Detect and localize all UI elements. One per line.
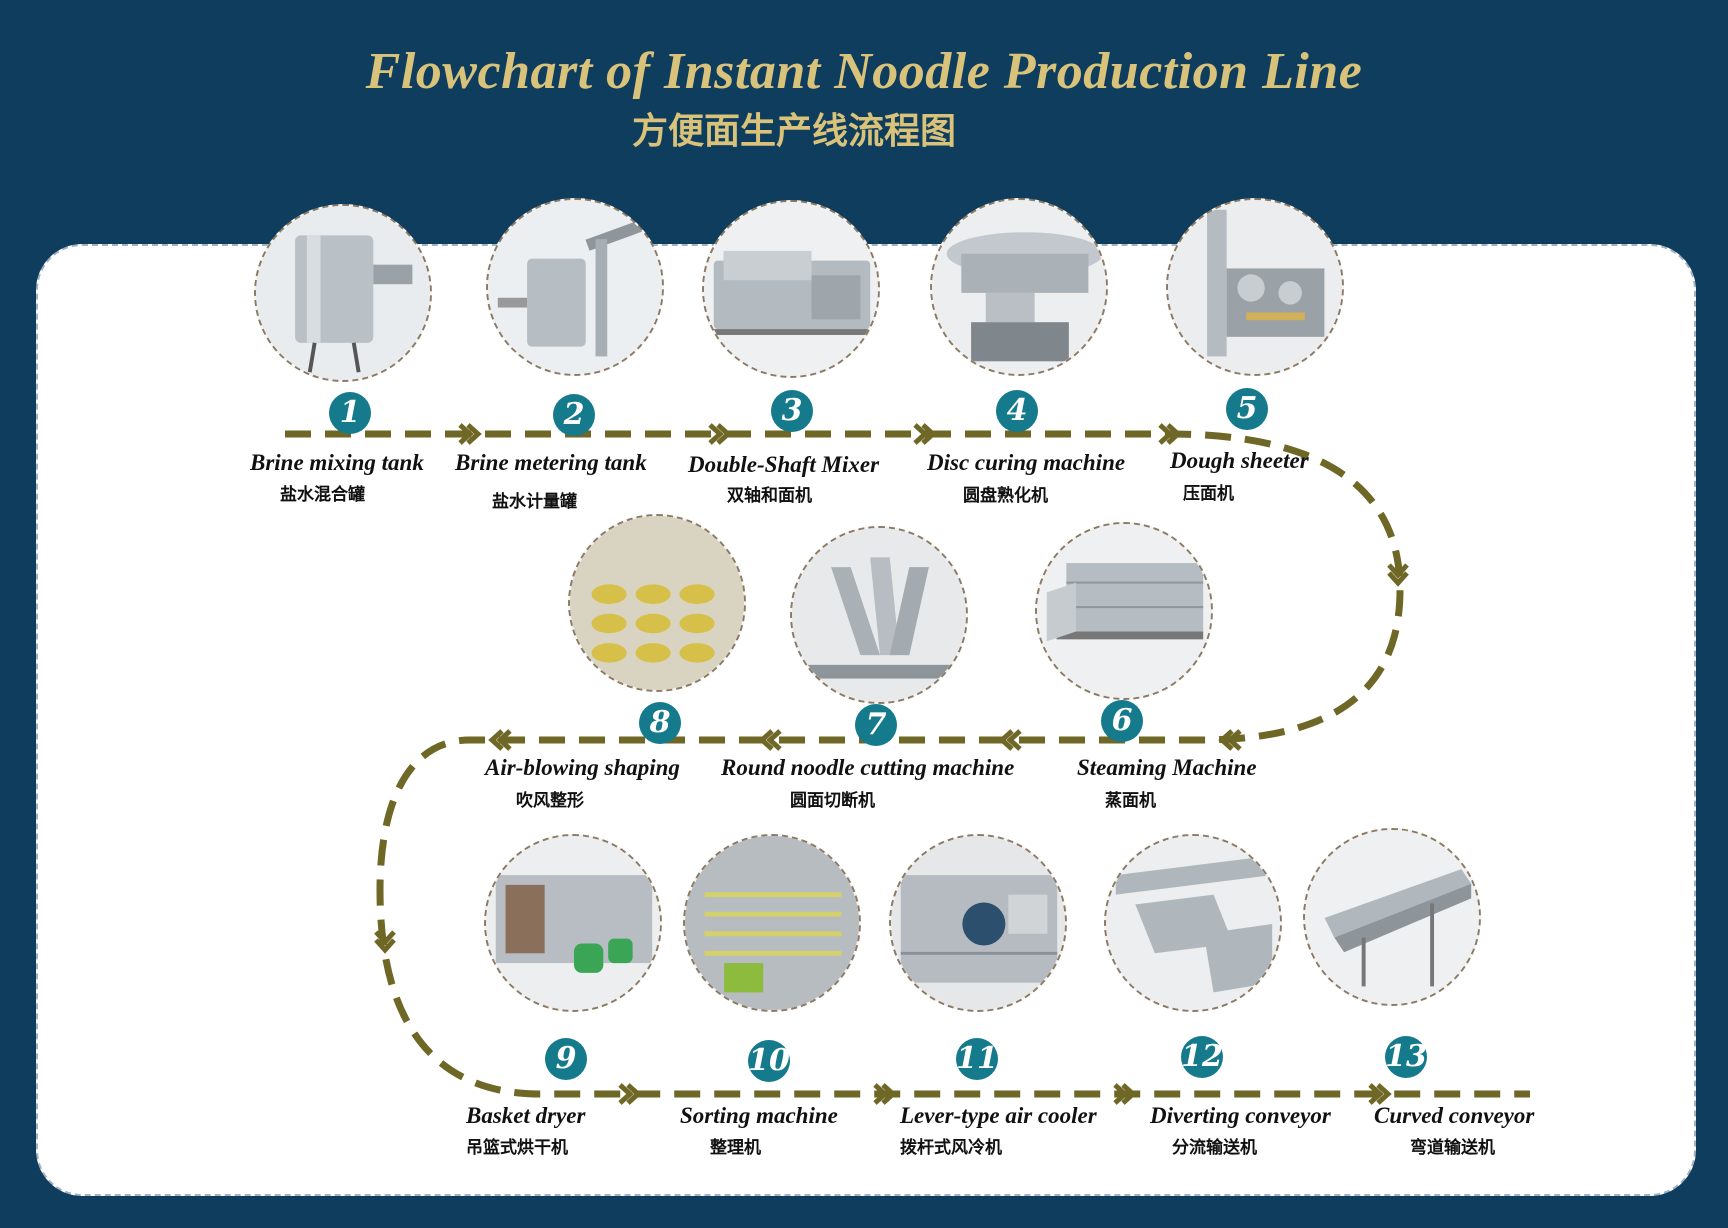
step-8-image xyxy=(568,514,746,692)
step-2-label: Brine metering tank xyxy=(455,450,647,475)
step-5-badge: 5 xyxy=(1226,388,1268,430)
dryer-icon xyxy=(486,836,660,1010)
step-9-image xyxy=(484,834,662,1012)
cutter-icon xyxy=(792,528,966,702)
step-7-label-zh: 圆面切断机 xyxy=(790,791,875,811)
step-3-label: Double-Shaft Mixer xyxy=(688,452,880,477)
step-7-badge: 7 xyxy=(855,704,897,746)
step-4-badge: 4 xyxy=(996,390,1038,432)
step-13-label-zh: 弯道输送机 xyxy=(1410,1138,1495,1158)
step-11-label-zh: 拨杆式风冷机 xyxy=(900,1138,1002,1158)
step-9-label: Basket dryer xyxy=(466,1103,586,1128)
step-12-label-zh: 分流输送机 xyxy=(1172,1138,1257,1158)
step-13-image xyxy=(1303,828,1481,1006)
step-13-badge: 13 xyxy=(1385,1036,1427,1078)
step-4-label: Disc curing machine xyxy=(927,450,1126,475)
step-12-badge: 12 xyxy=(1181,1036,1223,1078)
step-4-image xyxy=(930,198,1108,376)
step-9-label-zh: 吊篮式烘干机 xyxy=(466,1138,568,1158)
step-8-badge: 8 xyxy=(639,702,681,744)
tank-icon xyxy=(256,206,430,380)
step-10-image xyxy=(683,834,861,1012)
step-1-label-zh: 盐水混合罐 xyxy=(280,485,365,505)
step-6-label-zh: 蒸面机 xyxy=(1105,791,1156,811)
conveyor-icon xyxy=(1305,830,1479,1004)
step-7-label: Round noodle cutting machine xyxy=(721,755,1015,780)
step-2-image xyxy=(486,198,664,376)
disc-icon xyxy=(932,200,1106,374)
title-english: Flowchart of Instant Noodle Production L… xyxy=(365,43,1363,100)
mixer-icon xyxy=(704,202,878,376)
step-1-label: Brine mixing tank xyxy=(250,450,424,475)
step-11-badge: 11 xyxy=(956,1038,998,1080)
step-3-badge: 3 xyxy=(771,390,813,432)
roller-icon xyxy=(1168,200,1342,374)
step-5-label-zh: 压面机 xyxy=(1183,484,1234,504)
sorter-icon xyxy=(685,836,859,1010)
metering-tank-icon xyxy=(488,200,662,374)
step-6-image xyxy=(1035,522,1213,700)
step-10-badge: 10 xyxy=(748,1040,790,1082)
step-12-image xyxy=(1104,834,1282,1012)
step-1-image xyxy=(254,204,432,382)
flow-segment-row1 xyxy=(285,430,1530,1098)
step-10-label: Sorting machine xyxy=(680,1103,838,1128)
step-11-label: Lever-type air cooler xyxy=(900,1103,1097,1128)
step-2-label-zh: 盐水计量罐 xyxy=(492,492,577,512)
step-8-label: Air-blowing shaping xyxy=(485,755,680,780)
step-5-label: Dough sheeter xyxy=(1170,448,1309,473)
step-9-badge: 9 xyxy=(545,1038,587,1080)
step-13-label: Curved conveyor xyxy=(1374,1103,1535,1128)
step-11-image xyxy=(889,834,1067,1012)
title-chinese: 方便面生产线流程图 xyxy=(631,111,956,152)
step-6-badge: 6 xyxy=(1101,700,1143,742)
step-5-image xyxy=(1166,198,1344,376)
cooler-icon xyxy=(891,836,1065,1010)
noodle-tray-icon xyxy=(570,516,744,690)
step-8-label-zh: 吹风整形 xyxy=(516,791,584,811)
step-12-label: Diverting conveyor xyxy=(1150,1103,1331,1128)
step-6-label: Steaming Machine xyxy=(1077,755,1257,780)
steamer-icon xyxy=(1037,524,1211,698)
step-1-badge: 1 xyxy=(329,392,371,434)
step-2-badge: 2 xyxy=(553,394,595,436)
diverter-icon xyxy=(1106,836,1280,1010)
step-4-label-zh: 圆盘熟化机 xyxy=(963,486,1048,506)
step-7-image xyxy=(790,526,968,704)
step-10-label-zh: 整理机 xyxy=(710,1138,761,1158)
step-3-label-zh: 双轴和面机 xyxy=(727,486,812,506)
step-3-image xyxy=(702,200,880,378)
